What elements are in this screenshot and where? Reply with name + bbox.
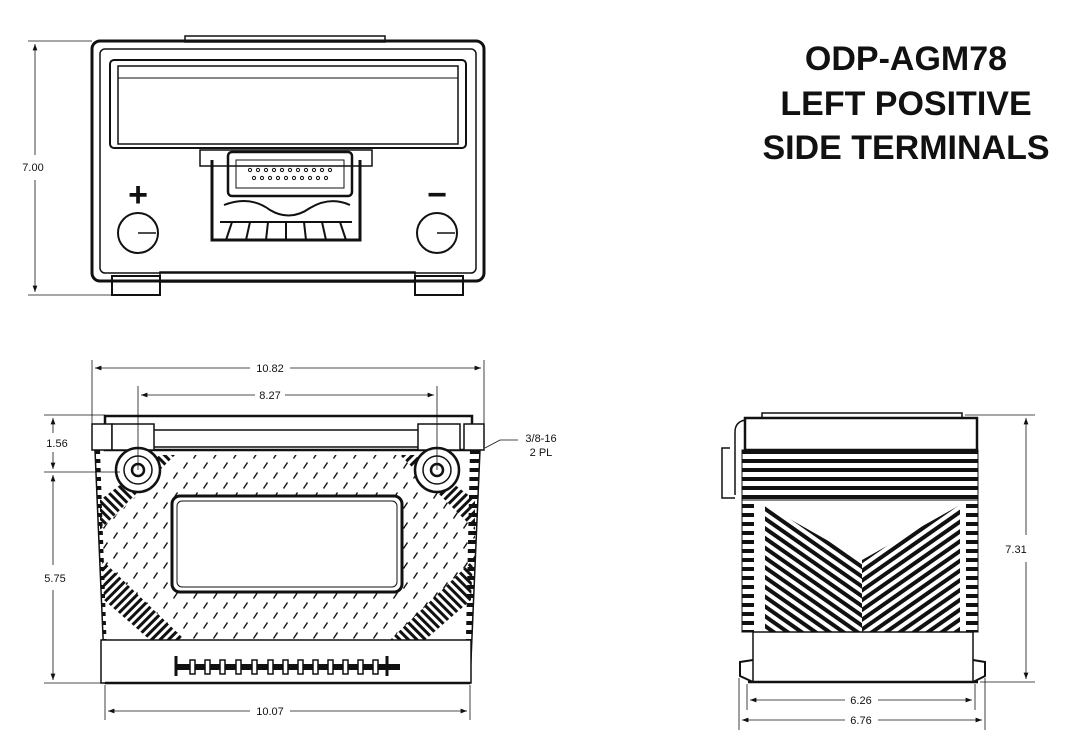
svg-text:6.76: 6.76 xyxy=(850,715,871,727)
positive-terminal: + xyxy=(117,176,159,254)
svg-text:1.56: 1.56 xyxy=(46,438,67,450)
base-rail xyxy=(174,656,400,676)
dimension-terminal-spacing: 8.27 xyxy=(137,386,438,470)
svg-text:10.82: 10.82 xyxy=(256,363,284,375)
handle-icon xyxy=(199,149,373,242)
dimension-base-width: 6.26 xyxy=(746,684,976,710)
plus-icon: + xyxy=(128,176,148,214)
title-line2: LEFT POSITIVE xyxy=(780,85,1031,123)
svg-text:6.26: 6.26 xyxy=(850,695,871,707)
svg-text:2 PL: 2 PL xyxy=(530,447,553,459)
svg-text:3/8-16: 3/8-16 xyxy=(525,433,556,445)
dimension-overall-width: 6.76 xyxy=(738,678,986,730)
terminal-thread-callout: 3/8-16 2 PL xyxy=(484,433,557,459)
right-side-terminal xyxy=(413,423,461,494)
negative-terminal: − xyxy=(416,176,458,254)
dimension-overall-length: 10.82 xyxy=(91,360,485,424)
left-side-terminal xyxy=(111,423,162,494)
svg-text:10.07: 10.07 xyxy=(256,706,284,718)
svg-text:8.27: 8.27 xyxy=(259,390,280,402)
svg-text:5.75: 5.75 xyxy=(44,573,65,585)
dimension-base-length: 10.07 xyxy=(104,685,471,720)
svg-text:7.00: 7.00 xyxy=(22,162,43,174)
dimension-lower-height: 5.75 xyxy=(44,475,105,684)
title-line3: SIDE TERMINALS xyxy=(762,129,1049,167)
title-model: ODP-AGM78 xyxy=(805,40,1007,78)
dimension-terminal-height: 1.56 xyxy=(44,414,120,473)
title-block: ODP-AGM78 LEFT POSITIVE SIDE TERMINALS xyxy=(762,40,1049,167)
dimension-height-top: 7.00 xyxy=(22,40,112,296)
front-view: 10.82 8.27 1.56 5.75 10.07 xyxy=(44,360,557,720)
top-view: + − 7.00 xyxy=(22,35,486,296)
side-view: 7.31 6.26 6.76 xyxy=(721,412,1035,730)
minus-icon: − xyxy=(427,176,447,214)
dimension-overall-height: 7.31 xyxy=(965,414,1035,683)
svg-text:7.31: 7.31 xyxy=(1005,544,1026,556)
